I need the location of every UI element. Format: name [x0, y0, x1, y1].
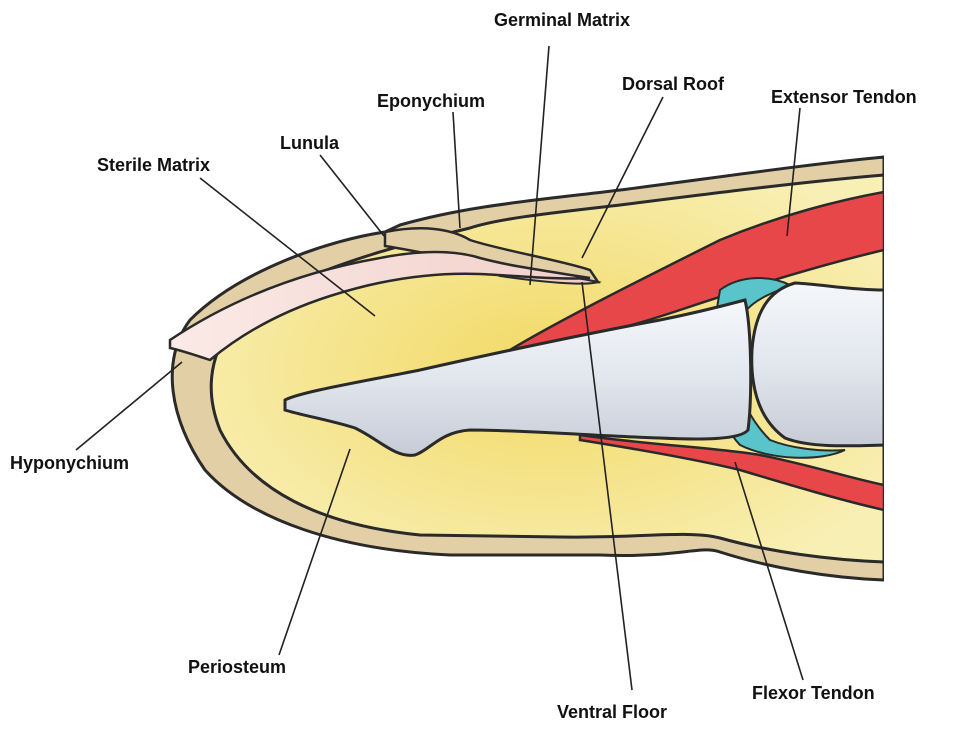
label-flexor-tendon: Flexor Tendon: [752, 683, 875, 703]
label-hyponychium: Hyponychium: [10, 453, 129, 473]
label-germinal-matrix: Germinal Matrix: [494, 10, 630, 30]
label-sterile-matrix: Sterile Matrix: [97, 155, 210, 175]
label-lunula: Lunula: [280, 133, 339, 153]
label-extensor-tendon: Extensor Tendon: [771, 87, 917, 107]
label-ventral-floor: Ventral Floor: [557, 702, 667, 722]
label-periosteum: Periosteum: [188, 657, 286, 677]
middle-phalanx-bone: [752, 283, 884, 446]
label-dorsal-roof: Dorsal Roof: [622, 74, 724, 94]
leader-hyponychium: [76, 362, 182, 450]
label-eponychium: Eponychium: [377, 91, 485, 111]
leader-lunula: [320, 155, 384, 236]
